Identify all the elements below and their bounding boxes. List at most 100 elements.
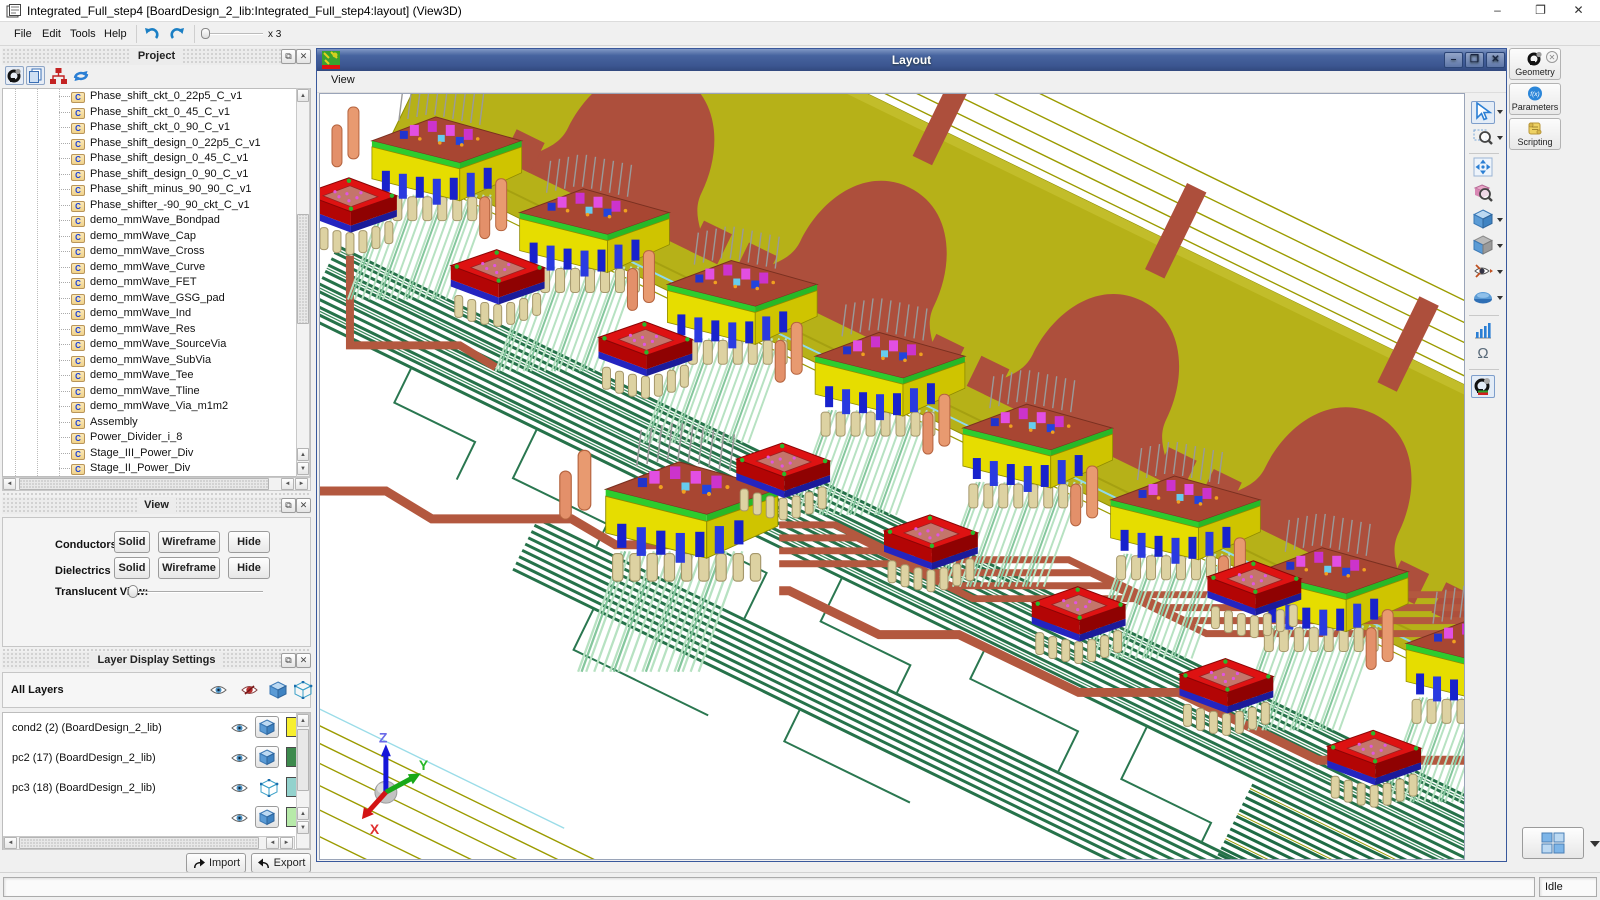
export-button[interactable]: Export (251, 853, 311, 873)
dielectrics-hide-button[interactable]: Hide (228, 557, 270, 579)
zoom-area-tool[interactable] (1471, 127, 1495, 150)
layer-row[interactable] (3, 803, 310, 833)
conductors-hide-button[interactable]: Hide (228, 531, 270, 553)
layer-list-vscrollbar[interactable]: ▲ ▲ ▼ (296, 713, 310, 849)
layer-float-button[interactable]: ⧉ (281, 653, 296, 668)
zoom-area-dropdown[interactable] (1497, 136, 1503, 140)
dielectrics-solid-button[interactable]: Solid (114, 557, 150, 579)
shaded-view-tool[interactable] (1471, 235, 1495, 258)
dome-view-tool[interactable] (1471, 287, 1495, 310)
layer-row[interactable]: cond2 (2) (BoardDesign_2_lib) (3, 713, 310, 743)
layer-visible-eye-icon[interactable] (231, 722, 248, 734)
project-float-button[interactable]: ⧉ (281, 49, 296, 64)
undo-icon[interactable] (143, 25, 161, 43)
translucent-slider-track[interactable] (131, 591, 263, 593)
conductors-solid-button[interactable]: Solid (114, 531, 150, 553)
dielectrics-wireframe-button[interactable]: Wireframe (158, 557, 220, 579)
project-close-button[interactable]: ✕ (296, 49, 311, 64)
hide-all-eye-icon[interactable] (241, 684, 258, 696)
layer-visible-eye-icon[interactable] (231, 752, 248, 764)
geometry-view-icon[interactable] (5, 66, 24, 85)
layer-solid-button[interactable] (255, 716, 279, 738)
zoom-slider-track[interactable] (203, 33, 263, 35)
minimize-button[interactable]: – (1494, 3, 1501, 17)
layer-row[interactable]: pc2 (17) (BoardDesign_2_lib) (3, 743, 310, 773)
layer-visible-eye-icon[interactable] (231, 782, 248, 794)
far-field-plot-tool[interactable] (1471, 321, 1495, 344)
sidebar-close-icon[interactable]: ✕ (1546, 51, 1558, 63)
select-tool[interactable] (1471, 101, 1495, 124)
3d-viewport[interactable]: Z Y X (319, 93, 1465, 860)
window-layout-dropdown[interactable] (1590, 841, 1600, 847)
view-close-button[interactable]: ✕ (296, 498, 311, 513)
layout-window-titlebar[interactable]: Layout – ❐ ✕ (317, 49, 1506, 71)
layout-restore-button[interactable]: ❐ (1465, 52, 1484, 68)
all-layers-row[interactable]: All Layers (2, 672, 313, 708)
layout-close-button[interactable]: ✕ (1486, 52, 1505, 68)
cutplane-tool[interactable] (1471, 261, 1495, 284)
restore-button[interactable]: ❐ (1535, 3, 1546, 17)
window-layout-button[interactable] (1522, 827, 1584, 859)
hierarchy-icon[interactable] (49, 67, 67, 85)
layout-minimize-button[interactable]: – (1444, 52, 1463, 68)
sidebar-parameters-button[interactable]: f(x) Parameters (1509, 83, 1561, 115)
impedance-tool[interactable]: Ω (1477, 345, 1489, 362)
pan-tool[interactable] (1471, 157, 1495, 180)
conductors-wireframe-button[interactable]: Wireframe (158, 531, 220, 553)
sidebar-scripting-button[interactable]: Scripting (1509, 118, 1561, 150)
menu-file[interactable]: File (14, 28, 32, 40)
view3d-tool[interactable] (1471, 375, 1495, 398)
layer-list-hscrollbar[interactable]: ◄ ◄ ► (3, 836, 295, 850)
solid-view-dropdown[interactable] (1497, 218, 1503, 222)
layer-close-button[interactable]: ✕ (296, 653, 311, 668)
select-tool-dropdown[interactable] (1497, 110, 1503, 114)
dome-view-dropdown[interactable] (1497, 296, 1503, 300)
menu-edit[interactable]: Edit (42, 28, 61, 40)
layout-menu-view[interactable]: View (331, 74, 355, 86)
layer-wireframe-icon[interactable] (260, 779, 279, 797)
layer-visible-eye-icon[interactable] (231, 812, 248, 824)
project-tree-hscrollbar[interactable]: ◄ ◄ ► (2, 477, 311, 491)
layer-row[interactable]: pc3 (18) (BoardDesign_2_lib) (3, 773, 310, 803)
dock-splitter[interactable] (2, 492, 311, 497)
shaded-view-dropdown[interactable] (1497, 244, 1503, 248)
show-all-eye-icon[interactable] (210, 684, 227, 696)
menu-help[interactable]: Help (104, 28, 127, 40)
redo-icon[interactable] (168, 25, 186, 43)
project-tree-vscrollbar[interactable]: ▲ ▲ ▼ (296, 88, 310, 477)
import-button[interactable]: Import (186, 853, 246, 873)
all-solid-cube-icon[interactable] (269, 681, 288, 699)
solid-view-tool[interactable] (1471, 209, 1495, 232)
all-wireframe-cube-icon[interactable] (294, 681, 313, 699)
layer-solid-button[interactable] (255, 806, 279, 828)
zoom-scene-tool[interactable] (1471, 183, 1495, 206)
dock-splitter[interactable] (2, 648, 311, 652)
cutplane-dropdown[interactable] (1497, 270, 1503, 274)
translucent-slider-handle[interactable] (128, 585, 138, 598)
refresh-icon[interactable] (72, 67, 90, 85)
